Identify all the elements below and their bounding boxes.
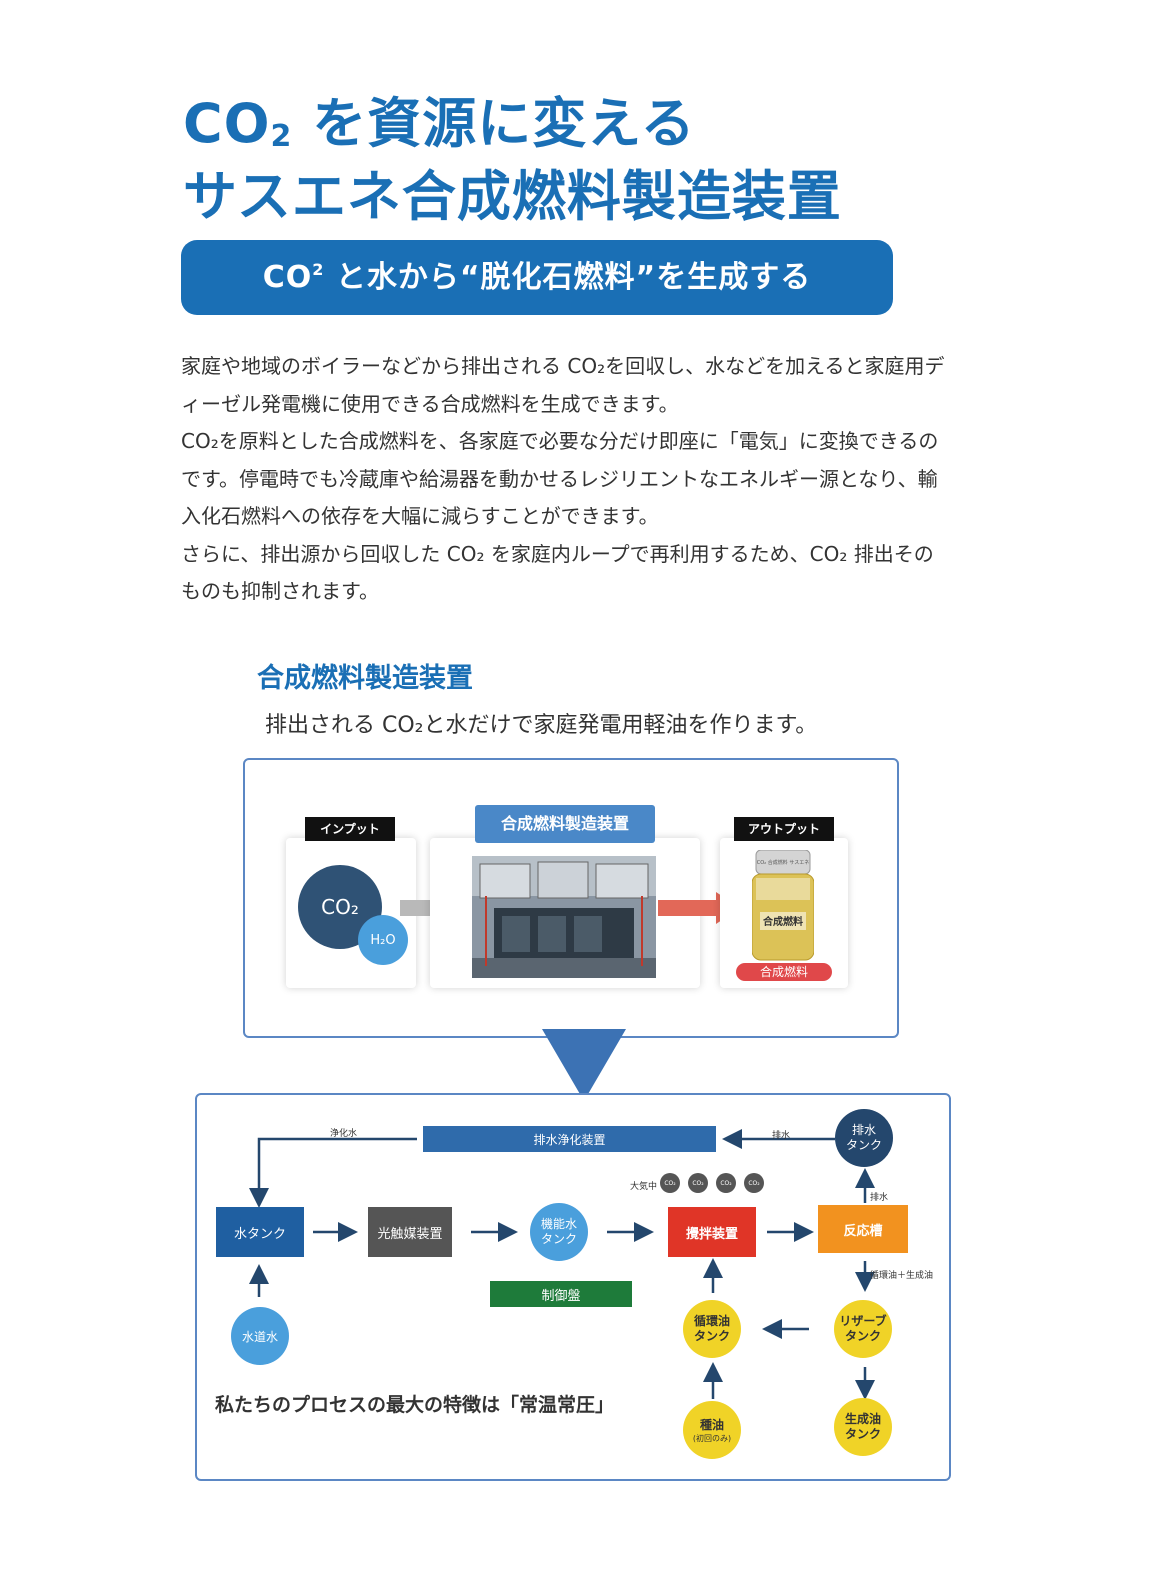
down-triangle	[542, 1029, 626, 1101]
co2-chip-3: CO₂	[716, 1173, 736, 1193]
title-line-2: サスエネ合成燃料製造装置	[183, 165, 842, 228]
intro-paragraph-3: さらに、排出源から回収した CO₂ を家庭内ループで再利用するため、CO₂ 排出…	[181, 541, 934, 604]
output-arrow	[658, 892, 740, 924]
drain-label: 排水	[772, 1131, 791, 1141]
seed-oil-note: (初回のみ)	[692, 1434, 732, 1443]
intro-paragraph-2: CO₂を原料とした合成燃料を、各家庭で必要な分だけ即座に「電気」に変換できるので…	[181, 429, 939, 528]
tagline-banner: CO2 と水から“脱化石燃料”を生成する	[181, 240, 893, 315]
circulating-oil-tank-node: 循環油 タンク	[683, 1300, 741, 1358]
title-line-1: CO2 を資源に変える	[183, 92, 696, 155]
co2-chip-1: CO₂	[660, 1173, 680, 1193]
flow-arrows	[249, 1129, 875, 1400]
water-tank-node: 水タンク	[216, 1207, 304, 1257]
section-subtitle: 排出される CO₂と水だけで家庭発電用軽油を作ります。	[265, 713, 818, 738]
drain-up-label: 排水	[870, 1193, 889, 1203]
page-title: CO2 を資源に変える サスエネ合成燃料製造装置	[183, 92, 943, 229]
device-photo	[472, 856, 656, 978]
purified-water-label: 浄化水	[330, 1129, 358, 1139]
seed-oil-node: 種油 (初回のみ)	[683, 1401, 741, 1459]
device-label: 合成燃料製造装置	[475, 805, 655, 843]
stirrer-node: 攪拌装置	[668, 1207, 756, 1257]
fuel-jar-icon: CO₂ 合成燃料 サスエネ 合成燃料	[752, 850, 814, 961]
drain-purifier-node: 排水浄化装置	[423, 1126, 716, 1152]
co2-chip-4: CO₂	[744, 1173, 764, 1193]
jar-lid-text: CO₂ 合成燃料 サスエネ	[757, 859, 810, 866]
seed-oil-label: 種油	[699, 1418, 724, 1432]
circ-gen-label: 循環油＋生成油	[870, 1271, 934, 1281]
drain-tank-node: 排水 タンク	[835, 1109, 893, 1167]
co2-chip-2: CO₂	[688, 1173, 708, 1193]
intro-paragraph-1: 家庭や地域のボイラーなどから排出される CO₂を回収し、水などを加えると家庭用デ…	[181, 354, 945, 416]
intro-body: 家庭や地域のボイラーなどから排出される CO₂を回収し、水などを加えると家庭用デ…	[181, 348, 951, 611]
tap-water-node: 水道水	[231, 1307, 289, 1365]
h2o-circle: H₂O	[358, 915, 408, 965]
functional-water-node: 機能水 タンク	[530, 1203, 588, 1261]
output-tag: 合成燃料	[736, 963, 832, 981]
photocatalyst-node: 光触媒装置	[368, 1207, 452, 1257]
jar-label-text: 合成燃料	[762, 915, 803, 928]
atmosphere-label: 大気中	[630, 1182, 658, 1192]
section-title: 合成燃料製造装置	[257, 663, 473, 694]
reactor-node: 反応槽	[818, 1205, 908, 1253]
output-label: アウトプット	[734, 817, 834, 841]
input-label: インプット	[305, 817, 395, 841]
product-oil-tank-node: 生成油 タンク	[834, 1398, 892, 1456]
reserve-tank-node: リザーブ タンク	[834, 1300, 892, 1358]
process-feature-note: 私たちのプロセスの最大の特徴は「常温常圧」	[215, 1394, 615, 1416]
control-panel-node: 制御盤	[490, 1281, 632, 1307]
